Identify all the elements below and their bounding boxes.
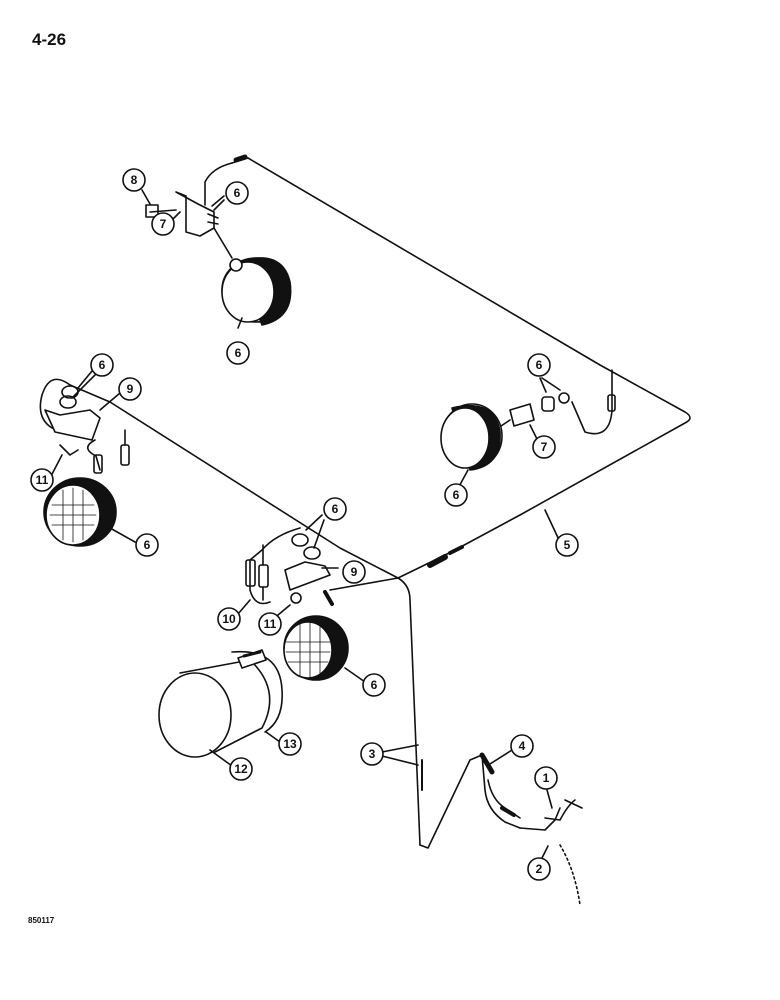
callout-6h bbox=[444, 483, 468, 507]
callout-3 bbox=[360, 742, 384, 766]
callout-label-6: 6 bbox=[536, 358, 543, 372]
callout-11b bbox=[258, 612, 282, 636]
callout-7a bbox=[151, 212, 175, 236]
callout-label-3: 3 bbox=[369, 747, 376, 761]
callout-label-8: 8 bbox=[131, 173, 138, 187]
left-bracket bbox=[44, 409, 101, 441]
callout-6c bbox=[90, 353, 114, 377]
callout-label-4: 4 bbox=[519, 739, 526, 753]
callout-label-9: 9 bbox=[127, 382, 134, 396]
callout-label-7: 7 bbox=[160, 217, 167, 231]
callout-label-6: 6 bbox=[332, 502, 339, 516]
right-bracket bbox=[509, 403, 535, 427]
callout-label-6: 6 bbox=[234, 186, 241, 200]
callout-markers bbox=[30, 168, 579, 881]
callout-label-12: 12 bbox=[234, 762, 248, 776]
callout-label-6: 6 bbox=[235, 346, 242, 360]
harness-main-2 bbox=[397, 549, 456, 846]
top-bracket bbox=[175, 191, 215, 237]
callout-label-1: 1 bbox=[543, 771, 550, 785]
callout-6a bbox=[225, 181, 249, 205]
page-number: 4-26 bbox=[32, 30, 67, 49]
lamp-guard bbox=[158, 672, 232, 758]
lower-bracket bbox=[284, 561, 331, 591]
callout-10 bbox=[217, 607, 241, 631]
callout-label-11: 11 bbox=[36, 473, 49, 487]
callout-6g bbox=[527, 353, 551, 377]
callout-2 bbox=[527, 857, 551, 881]
callout-12 bbox=[229, 757, 253, 781]
callout-label-10: 10 bbox=[222, 612, 236, 626]
callout-label-7: 7 bbox=[541, 440, 548, 454]
top-light-lead bbox=[204, 162, 233, 206]
callout-label-9: 9 bbox=[351, 565, 358, 579]
callout-6b bbox=[226, 341, 250, 365]
callout-6e bbox=[323, 497, 347, 521]
callout-11a bbox=[30, 468, 54, 492]
callout-numbers: 8 6 7 6 6 9 11 6 6 9 10 11 6 13 12 3 4 1… bbox=[36, 173, 571, 876]
callout-label-2: 2 bbox=[536, 862, 543, 876]
callout-label-11: 11 bbox=[264, 617, 277, 631]
callout-label-6: 6 bbox=[453, 488, 460, 502]
callout-label-13: 13 bbox=[283, 737, 297, 751]
harness-main bbox=[231, 157, 691, 551]
callout-1 bbox=[534, 766, 558, 790]
right-light-lead bbox=[571, 369, 613, 435]
figure-code: 850117 bbox=[28, 916, 55, 925]
callout-9a bbox=[118, 377, 142, 401]
callout-8 bbox=[122, 168, 146, 192]
callout-9b bbox=[342, 560, 366, 584]
callout-7b bbox=[532, 435, 556, 459]
left-harness bbox=[69, 384, 399, 579]
callout-label-6: 6 bbox=[371, 678, 378, 692]
callout-label-5: 5 bbox=[564, 538, 571, 552]
callout-5 bbox=[555, 533, 579, 557]
callout-4 bbox=[510, 734, 534, 758]
callout-label-6: 6 bbox=[144, 538, 151, 552]
callout-6d bbox=[135, 533, 159, 557]
callout-6f bbox=[362, 673, 386, 697]
callout-13 bbox=[278, 732, 302, 756]
callout-label-6: 6 bbox=[99, 358, 106, 372]
